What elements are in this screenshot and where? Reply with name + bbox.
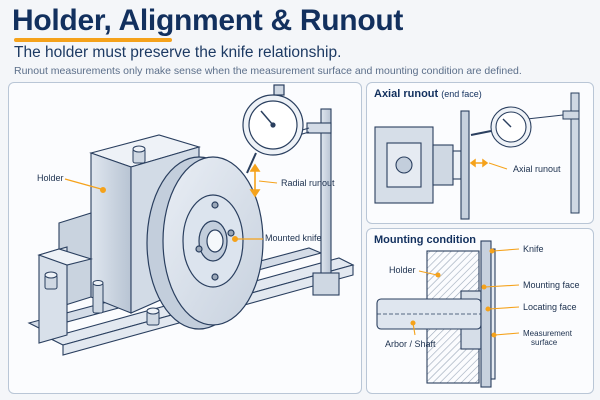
label-arbor-shaft: Arbor / Shaft <box>385 339 436 349</box>
axial-runout-illustration <box>374 92 580 220</box>
axial-runout-panel: Axial runout (end face) <box>366 82 594 224</box>
axial-stand <box>526 92 580 214</box>
label-holder: Holder <box>37 173 64 183</box>
label-axial-runout: Axial runout <box>513 164 561 174</box>
mount-panel-title: Mounting condition <box>374 234 477 246</box>
mount-leaders <box>410 248 520 338</box>
knife-disc <box>146 156 264 330</box>
dial-indicator <box>242 84 304 174</box>
label-knife: Knife <box>523 244 544 254</box>
leader-lines <box>64 178 263 243</box>
label-radial-runout: Radial runout <box>281 178 335 188</box>
page-subtitle: The holder must preserve the knife relat… <box>14 44 342 61</box>
label-measurement-surface-line1: Measurement <box>523 329 572 338</box>
label-measurement-surface: Measurement surface <box>523 329 572 347</box>
page-title: Holder, Alignment & Runout <box>12 4 404 37</box>
holder-assembly-illustration <box>27 84 355 356</box>
axial-panel-title: Axial runout (end face) <box>374 88 482 100</box>
mount-knife-section <box>480 240 496 388</box>
title-underline <box>14 38 172 42</box>
axial-dial-indicator <box>470 106 532 148</box>
label-measurement-surface-line2: surface <box>531 338 558 347</box>
mount-arbor-shaft <box>376 298 487 330</box>
axial-knife-disc <box>460 110 470 220</box>
radial-runout-arrow <box>249 163 278 198</box>
holder-bolts <box>44 145 160 326</box>
mounting-section-illustration <box>376 240 520 388</box>
label-locating-face: Locating face <box>523 302 577 312</box>
label-mounted-knife: Mounted knife <box>265 233 322 243</box>
axial-panel-title-suffix: (end face) <box>441 89 482 99</box>
indicator-stand <box>258 108 340 296</box>
main-diagram-panel: Holder Radial runout Mounted knife <box>8 82 362 394</box>
axial-panel-title-text: Axial runout <box>374 88 439 100</box>
label-mount-holder: Holder <box>389 265 416 275</box>
axial-runout-arrow <box>469 158 508 170</box>
label-mounting-face: Mounting face <box>523 280 580 290</box>
mounting-condition-panel: Mounting condition Knife Holder <box>366 228 594 394</box>
page-note: Runout measurements only make sense when… <box>14 65 522 77</box>
axial-holder-block <box>374 126 462 204</box>
